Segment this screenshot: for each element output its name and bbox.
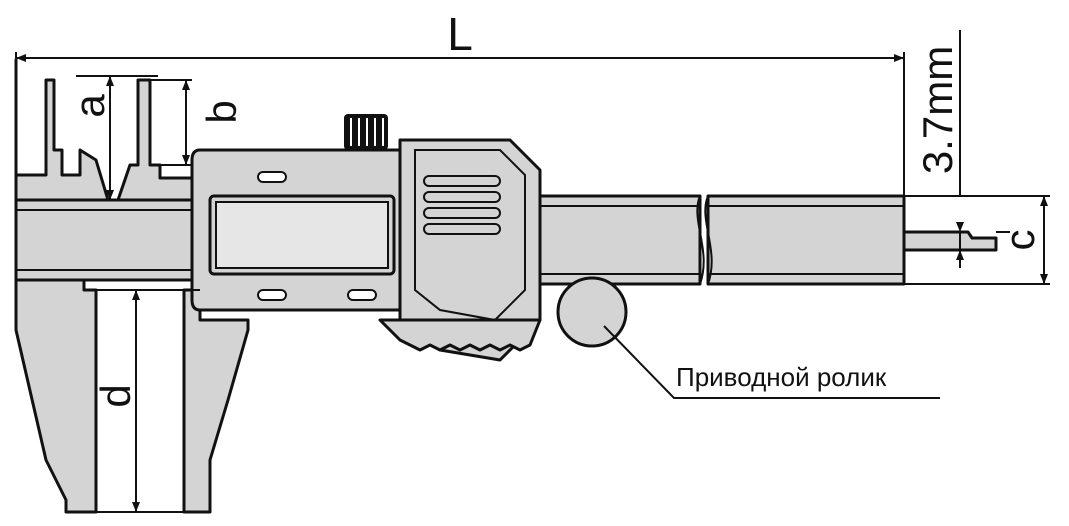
drive-roller	[556, 276, 628, 348]
callout-leader	[603, 325, 940, 399]
callout-drive-roller: Приводной ролик	[676, 362, 887, 392]
beam-right-a	[528, 194, 702, 286]
serrated-bottom	[378, 318, 542, 352]
beam-right-b	[706, 194, 906, 286]
fixed-jaw-lower	[14, 278, 98, 514]
label-3-7mm: 3.7mm	[914, 46, 961, 174]
dimension-lines	[15, 30, 1050, 513]
beam-break	[696, 195, 713, 285]
slider-unit	[190, 114, 542, 362]
label-d: d	[92, 384, 139, 407]
moving-jaw-lower	[182, 288, 250, 514]
grip-ridges	[423, 175, 501, 235]
beam-left	[14, 198, 202, 282]
display-glass	[215, 201, 389, 269]
label-c: c	[996, 230, 1043, 251]
thumb-grip-inner	[414, 149, 526, 322]
slot-bottom-right	[347, 289, 377, 301]
label-b: b	[198, 100, 245, 123]
slot-bottom-left	[257, 289, 287, 301]
label-L: L	[447, 8, 473, 60]
depth-rod	[902, 230, 998, 252]
label-a: a	[66, 94, 113, 118]
slot-top	[257, 171, 287, 183]
